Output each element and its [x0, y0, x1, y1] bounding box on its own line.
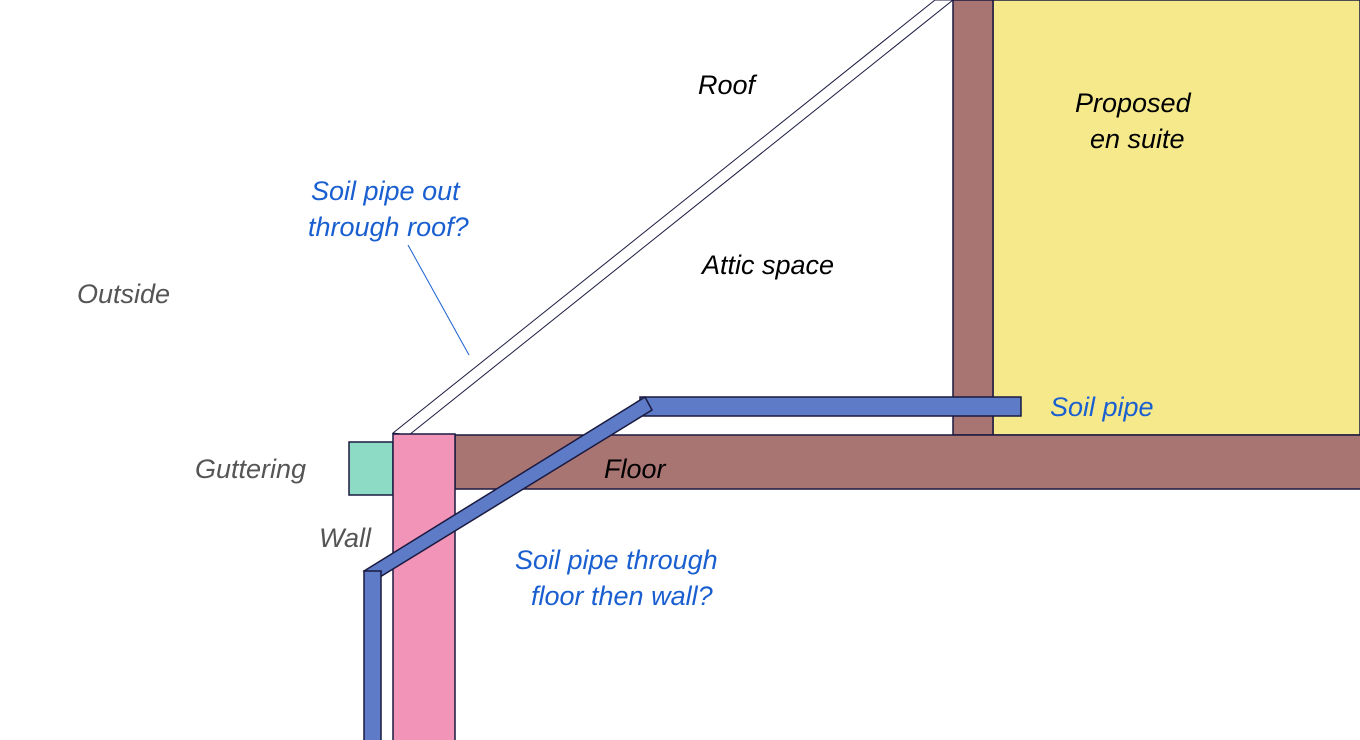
soil-through-floor-label-line1: Soil pipe through	[515, 545, 718, 575]
floor-label: Floor	[604, 454, 667, 484]
outside-label: Outside	[77, 279, 170, 309]
soil-pipe-label: Soil pipe	[1050, 392, 1154, 422]
roof-slope	[391, 0, 954, 436]
guttering-label: Guttering	[195, 454, 306, 484]
attic-space-label: Attic space	[700, 250, 834, 280]
soil-out-roof-label-line1: Soil pipe out	[311, 176, 461, 206]
guttering	[348, 441, 394, 496]
floor-joists	[454, 434, 1360, 490]
partition-wall	[952, 0, 994, 436]
soil-pipe-horizontal	[639, 396, 1022, 417]
soil-pipe-vertical	[363, 570, 382, 740]
annotation-pointer-line	[407, 244, 470, 356]
proposed-en-suite-label-line2: en suite	[1090, 124, 1185, 154]
en-suite-room	[992, 0, 1360, 436]
proposed-en-suite-label-line1: Proposed	[1075, 88, 1192, 118]
wall-label: Wall	[319, 523, 372, 553]
roof-label: Roof	[698, 70, 758, 100]
external-wall	[392, 433, 456, 740]
soil-through-floor-label-line2: floor then wall?	[531, 581, 713, 611]
soil-out-roof-label-line2: through roof?	[308, 212, 469, 242]
